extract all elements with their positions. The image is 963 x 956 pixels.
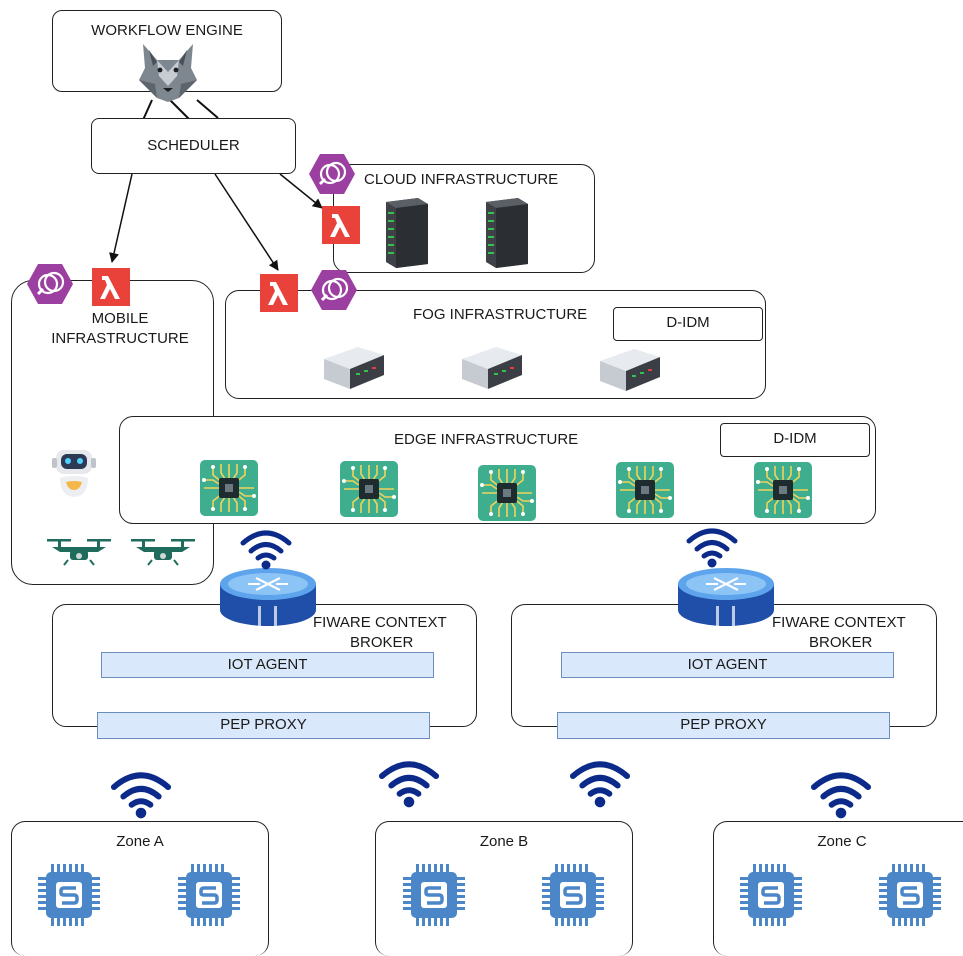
pep-proxy-right: PEP PROXY [557, 712, 890, 739]
circuit-board-icon [200, 460, 258, 516]
edge-didm-box: D-IDM [720, 423, 870, 457]
wifi-icon [686, 528, 738, 568]
server-unit-icon [600, 349, 660, 391]
wolf-scheduler-link [196, 99, 219, 119]
scheduler-box: SCHEDULER [91, 118, 296, 174]
scheduler-to-fog-arrow [214, 173, 279, 271]
broker-right-title-line2: BROKER [809, 634, 873, 651]
cloud-infrastructure-box: CLOUD INFRASTRUCTURE [333, 164, 595, 273]
lambda-icon [260, 274, 298, 312]
iot-agent-left: IOT AGENT [101, 652, 434, 678]
scheduler-to-mobile-arrow [109, 173, 133, 263]
iot-agent-right: IOT AGENT [561, 652, 894, 678]
microchip-icon [740, 864, 802, 926]
server-unit-icon [324, 347, 384, 389]
wolf-icon [139, 44, 197, 102]
microchip-icon [38, 864, 100, 926]
zone-c-label: Zone C [817, 833, 867, 850]
zone-b-label: Zone B [479, 833, 529, 850]
circuit-board-icon [340, 461, 398, 517]
wolf-scheduler-link [142, 99, 153, 121]
fog-didm-box: D-IDM [613, 307, 763, 341]
drone-icon [47, 539, 111, 566]
wifi-icon [110, 772, 172, 819]
microchip-icon [178, 864, 240, 926]
analytics-hex-icon [309, 154, 355, 194]
pep-proxy-left: PEP PROXY [97, 712, 430, 739]
wifi-icon [378, 761, 440, 808]
analytics-hex-icon [27, 264, 73, 304]
broker-right-title-line1: FIWARE CONTEXT [772, 614, 906, 631]
circuit-board-icon [616, 462, 674, 518]
wifi-icon [810, 772, 872, 819]
lambda-icon [322, 206, 360, 244]
microchip-icon [879, 864, 941, 926]
wifi-icon [240, 530, 292, 570]
circuit-board-icon [478, 465, 536, 521]
router-icon [678, 568, 774, 626]
mobile-infrastructure-title-line1: MOBILE [91, 310, 149, 327]
analytics-hex-icon [311, 270, 357, 310]
lambda-icon [92, 268, 130, 306]
cloud-infrastructure-title: CLOUD INFRASTRUCTURE [364, 171, 559, 188]
broker-left-title-line2: BROKER [350, 634, 414, 651]
scheduler-to-cloud-arrow [279, 173, 323, 209]
microchip-icon [542, 864, 604, 926]
workflow-engine-title: WORKFLOW ENGINE [91, 22, 243, 39]
server-rack-icon [386, 198, 428, 268]
robot-icon [52, 450, 96, 497]
mobile-infrastructure-title-line2: INFRASTRUCTURE [51, 330, 189, 347]
wifi-icon [569, 761, 631, 808]
scheduler-label: SCHEDULER [147, 137, 240, 154]
zone-a-label: Zone A [116, 833, 164, 850]
wolf-scheduler-link [169, 99, 191, 121]
circuit-board-icon [754, 462, 812, 518]
fog-infrastructure-title: FOG INFRASTRUCTURE [413, 306, 588, 323]
mobile-infrastructure-box: MOBILE INFRASTRUCTURE [11, 280, 214, 585]
server-unit-icon [462, 347, 522, 389]
server-rack-icon [486, 198, 528, 268]
microchip-icon [403, 864, 465, 926]
router-icon [220, 568, 316, 626]
edge-infrastructure-title: EDGE INFRASTRUCTURE [394, 431, 579, 448]
drone-icon [131, 539, 195, 566]
broker-left-title-line1: FIWARE CONTEXT [313, 614, 447, 631]
